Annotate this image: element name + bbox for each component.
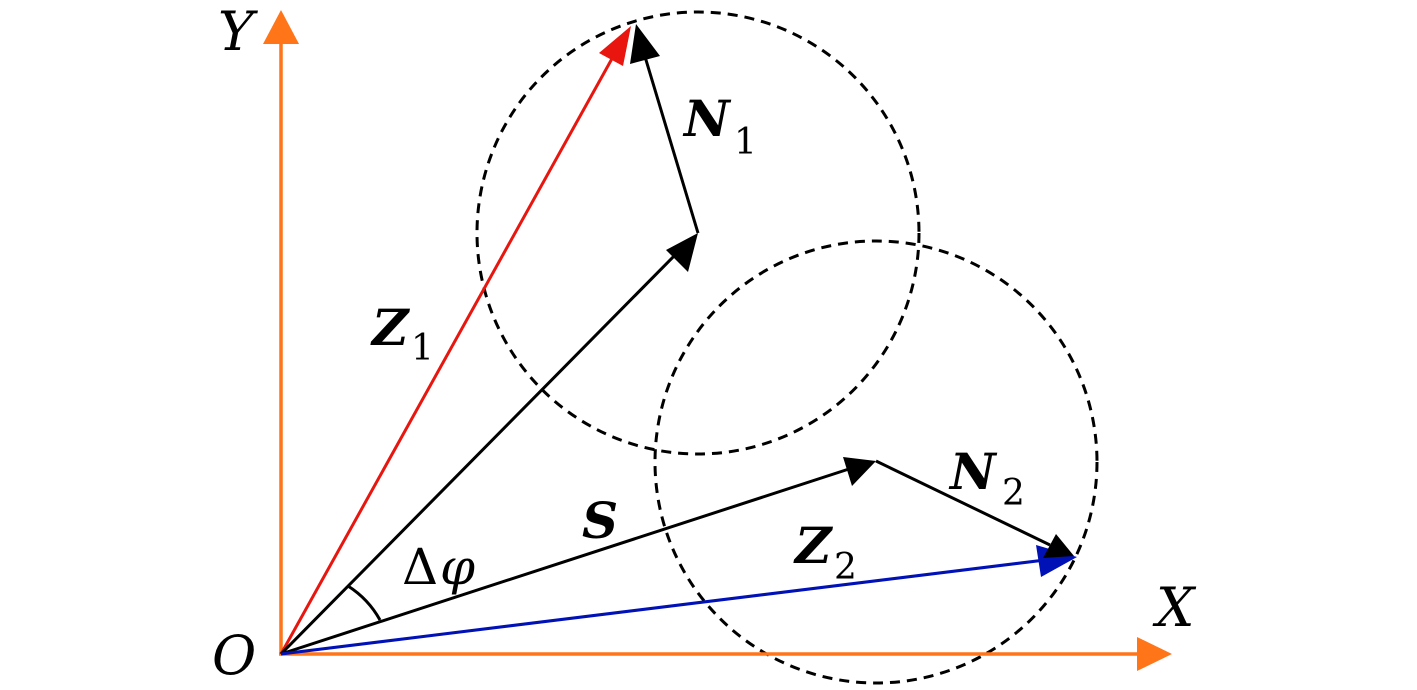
n1-vector-arrowhead bbox=[630, 24, 660, 64]
y-axis-label: Y bbox=[218, 0, 258, 63]
z1-label: Z 1 bbox=[370, 298, 434, 369]
n1-label: N 1 bbox=[682, 89, 757, 163]
s-vector-arrowhead bbox=[666, 233, 698, 272]
origin-label: O bbox=[212, 624, 256, 687]
n2-vector-line bbox=[875, 459, 1051, 547]
x-axis-label: X bbox=[1152, 576, 1197, 639]
z2-label: Z 2 bbox=[793, 516, 857, 588]
n1-vector-line bbox=[641, 49, 700, 234]
z1-vector-line bbox=[279, 54, 616, 655]
s2-vector-line bbox=[280, 466, 853, 656]
n2-vector-arrowhead bbox=[1043, 534, 1074, 558]
s-vector-line bbox=[279, 248, 682, 656]
dashed-circle-upper bbox=[475, 10, 921, 456]
s-label: S bbox=[582, 491, 618, 550]
delta-phi-angle-arc bbox=[347, 584, 382, 621]
n2-label: N 2 bbox=[948, 442, 1025, 514]
z2-vector-line bbox=[280, 558, 1046, 656]
s2-vector-arrowhead bbox=[843, 457, 876, 486]
delta-phi-label: Δ φ bbox=[402, 538, 475, 596]
z1-vector-arrowhead bbox=[599, 26, 631, 66]
x-axis-arrowhead bbox=[1137, 637, 1172, 671]
y-axis-arrowhead bbox=[263, 10, 299, 44]
dashed-circle-lower bbox=[653, 239, 1099, 685]
